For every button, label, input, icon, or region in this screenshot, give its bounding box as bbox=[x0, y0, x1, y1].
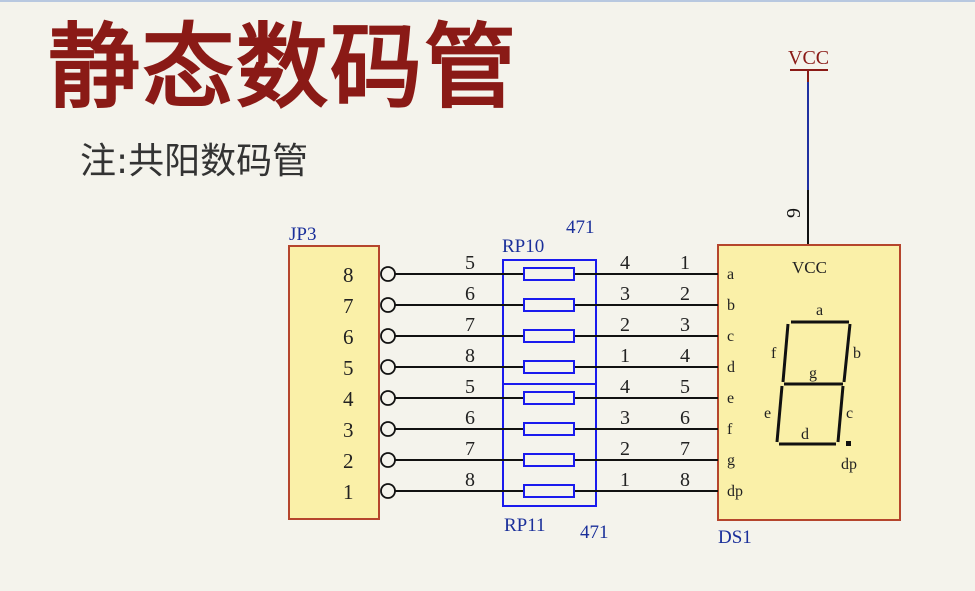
ds1-designator: DS1 bbox=[718, 527, 752, 548]
jp3-pin-number: 4 bbox=[343, 387, 354, 411]
resistor bbox=[523, 298, 575, 312]
seven-segment-digit bbox=[775, 320, 852, 446]
resistor bbox=[523, 484, 575, 498]
jp3-pin-terminal bbox=[380, 328, 396, 344]
rp11-body bbox=[502, 383, 597, 507]
rp10-right-pin: 4 bbox=[620, 252, 630, 274]
resistor bbox=[523, 422, 575, 436]
rp10-left-pin: 5 bbox=[465, 252, 475, 274]
rp10-designator: RP10 bbox=[502, 236, 544, 257]
rp11-right-pin: 2 bbox=[620, 438, 630, 460]
ds1-pin-number: 2 bbox=[680, 283, 690, 305]
ds1-vcc-label: VCC bbox=[792, 258, 827, 277]
segment-label-b: b bbox=[853, 345, 861, 362]
ds1-pin-number: 1 bbox=[680, 252, 690, 274]
jp3-pin-terminal bbox=[380, 266, 396, 282]
ds1-pin-number: 3 bbox=[680, 314, 690, 336]
rp11-right-pin: 4 bbox=[620, 376, 630, 398]
resistor bbox=[523, 329, 575, 343]
segment-label-dp: dp bbox=[841, 456, 857, 473]
ds1-pin-name: dp bbox=[727, 483, 743, 500]
rp10-value: 471 bbox=[566, 217, 595, 238]
rp10-left-pin: 6 bbox=[465, 283, 475, 305]
jp3-pin-number: 8 bbox=[343, 263, 354, 287]
segment-label-c: c bbox=[846, 405, 853, 422]
jp3-pin-terminal bbox=[380, 390, 396, 406]
resistor bbox=[523, 453, 575, 467]
jp3-pin-number: 3 bbox=[343, 418, 354, 442]
rp10-right-pin: 1 bbox=[620, 345, 630, 367]
segment-b bbox=[842, 323, 852, 383]
segment-f bbox=[781, 323, 790, 383]
rp10-right-pin: 3 bbox=[620, 283, 630, 305]
ds1-pin-name: c bbox=[727, 328, 734, 345]
segment-dp bbox=[846, 441, 851, 446]
segment-e bbox=[775, 385, 784, 443]
rp10-left-pin: 8 bbox=[465, 345, 475, 367]
ds1-pin-name: a bbox=[727, 266, 734, 283]
segment-label-g: g bbox=[809, 365, 817, 382]
jp3-body bbox=[288, 245, 380, 520]
ds1-pin-name: f bbox=[727, 421, 733, 438]
jp3-pin-terminal bbox=[380, 483, 396, 499]
rp11-value: 471 bbox=[580, 522, 609, 543]
rp10-right-pin: 2 bbox=[620, 314, 630, 336]
jp3-pin-number: 1 bbox=[343, 480, 354, 504]
vcc-pin-number: 9 bbox=[783, 208, 805, 218]
ds1-pin-number: 8 bbox=[680, 469, 690, 491]
jp3-pin-number: 2 bbox=[343, 449, 354, 473]
ds1-pin-number: 5 bbox=[680, 376, 690, 398]
page-subtitle: 注:共阳数码管 bbox=[80, 141, 309, 182]
rp11-right-pin: 3 bbox=[620, 407, 630, 429]
rp11-designator: RP11 bbox=[504, 515, 546, 536]
jp3-pin-number: 5 bbox=[343, 356, 354, 380]
jp3-designator: JP3 bbox=[289, 224, 316, 245]
jp3-pin-terminal bbox=[380, 297, 396, 313]
resistor bbox=[523, 360, 575, 374]
ds1-pin-name: g bbox=[727, 452, 735, 469]
rp11-left-pin: 5 bbox=[465, 376, 475, 398]
ds1-pin-number: 4 bbox=[680, 345, 690, 367]
segment-c bbox=[836, 385, 845, 443]
segment-label-a: a bbox=[816, 302, 823, 319]
ds1-pin-name: b bbox=[727, 297, 735, 314]
resistor bbox=[523, 391, 575, 405]
ds1-pin-number: 7 bbox=[680, 438, 690, 460]
window-top-border bbox=[0, 0, 975, 2]
segment-label-d: d bbox=[801, 426, 809, 443]
ds1-pin-name: d bbox=[727, 359, 735, 376]
jp3-pin-terminal bbox=[380, 421, 396, 437]
rp11-right-pin: 1 bbox=[620, 469, 630, 491]
rp10-left-pin: 7 bbox=[465, 314, 475, 336]
segment-label-f: f bbox=[771, 345, 777, 362]
rp11-left-pin: 8 bbox=[465, 469, 475, 491]
jp3-pin-terminal bbox=[380, 359, 396, 375]
jp3-pin-terminal bbox=[380, 452, 396, 468]
ds1-pin-name: e bbox=[727, 390, 734, 407]
jp3-pin-number: 6 bbox=[343, 325, 354, 349]
jp3-pin-number: 7 bbox=[343, 294, 354, 318]
vcc-net-label: VCC bbox=[788, 47, 829, 69]
segment-label-e: e bbox=[764, 405, 771, 422]
page-title: 静态数码管 bbox=[48, 14, 519, 121]
rp11-left-pin: 6 bbox=[465, 407, 475, 429]
ds1-pin-number: 6 bbox=[680, 407, 690, 429]
resistor bbox=[523, 267, 575, 281]
rp11-left-pin: 7 bbox=[465, 438, 475, 460]
